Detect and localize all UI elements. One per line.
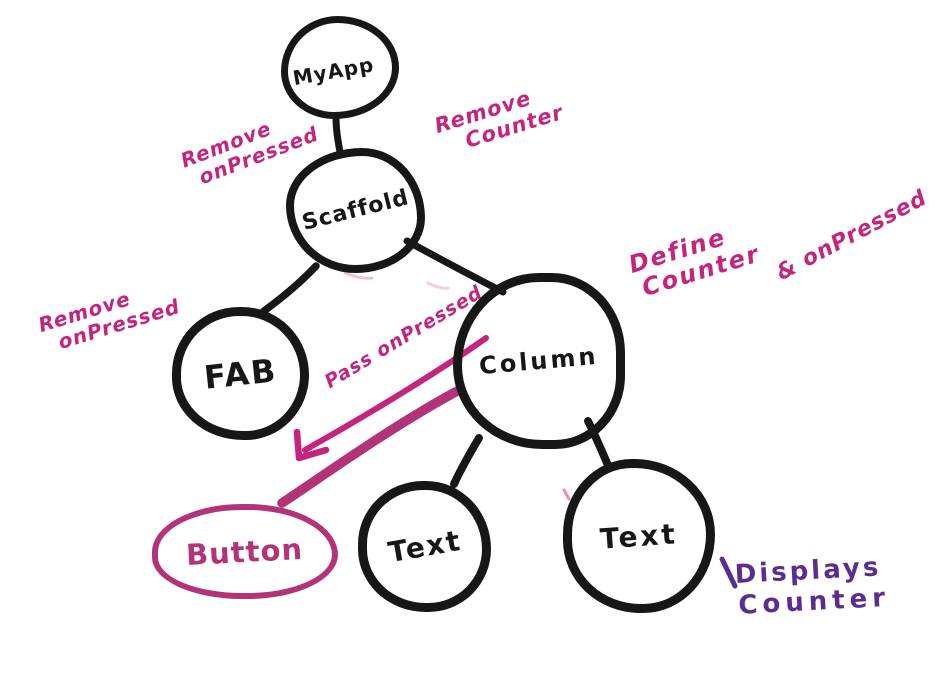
node-text-left: Text <box>358 481 491 612</box>
annotation-text: & onPressed <box>772 185 932 286</box>
edge-myapp-scaffold <box>332 113 344 156</box>
node-fab-label: FAB <box>202 350 279 397</box>
annotation-displays-counter: Displays Counter <box>734 552 891 622</box>
displays-tick-mark <box>719 556 738 589</box>
node-button-highlighted: Button <box>152 504 338 599</box>
node-myapp-label: MyApp <box>290 51 376 90</box>
annotation-amp-onpressed: & onPressed <box>772 185 932 286</box>
pen-smudge-3 <box>562 488 571 501</box>
node-scaffold: Scaffold <box>286 148 425 273</box>
node-column-label: Column <box>478 341 600 381</box>
node-myapp: MyApp <box>281 16 399 119</box>
pen-smudge-1 <box>343 271 374 280</box>
annotation-remove-counter: Remove Counter <box>432 79 567 159</box>
pass-onpressed-arrow-head <box>293 428 330 462</box>
node-column: Column <box>453 273 625 449</box>
annotation-remove-onpressed-fab: Remove onPressed <box>35 275 182 357</box>
node-button-label: Button <box>185 531 305 572</box>
node-fab: FAB <box>172 307 309 440</box>
edge-scaffold-column <box>403 237 507 296</box>
node-text-left-label: Text <box>385 523 464 570</box>
annotation-define-counter: Define Counter <box>625 217 763 304</box>
pen-smudge-2 <box>426 281 450 290</box>
edge-column-text-left <box>450 434 483 488</box>
node-text-right-label: Text <box>599 516 679 556</box>
annotation-text: Counter <box>737 583 891 621</box>
node-text-right: Text <box>563 459 715 613</box>
edge-scaffold-fab <box>260 262 320 315</box>
node-scaffold-label: Scaffold <box>299 185 412 236</box>
